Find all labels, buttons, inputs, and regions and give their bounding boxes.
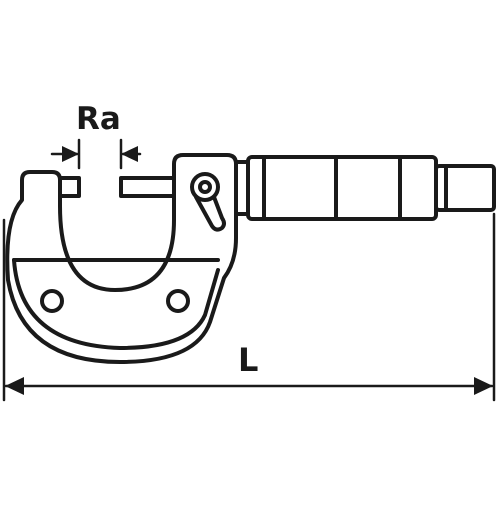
spindle bbox=[119, 176, 176, 198]
rivet-right-icon bbox=[166, 289, 190, 313]
rivet-left-icon bbox=[40, 289, 64, 313]
thimble bbox=[246, 155, 438, 221]
ra-arrow-left bbox=[62, 146, 79, 162]
frame-inner-outline bbox=[12, 258, 220, 350]
l-dimension bbox=[2, 212, 496, 402]
l-arrow-right bbox=[474, 377, 493, 395]
lock-lever-icon bbox=[190, 172, 226, 232]
l-arrow-left bbox=[5, 377, 24, 395]
ra-label: Ra bbox=[76, 101, 121, 137]
ra-dimension bbox=[50, 138, 142, 170]
ra-arrow-right bbox=[121, 146, 138, 162]
anvil bbox=[58, 176, 81, 198]
ratchet bbox=[434, 164, 496, 212]
length-label: L bbox=[238, 341, 259, 379]
